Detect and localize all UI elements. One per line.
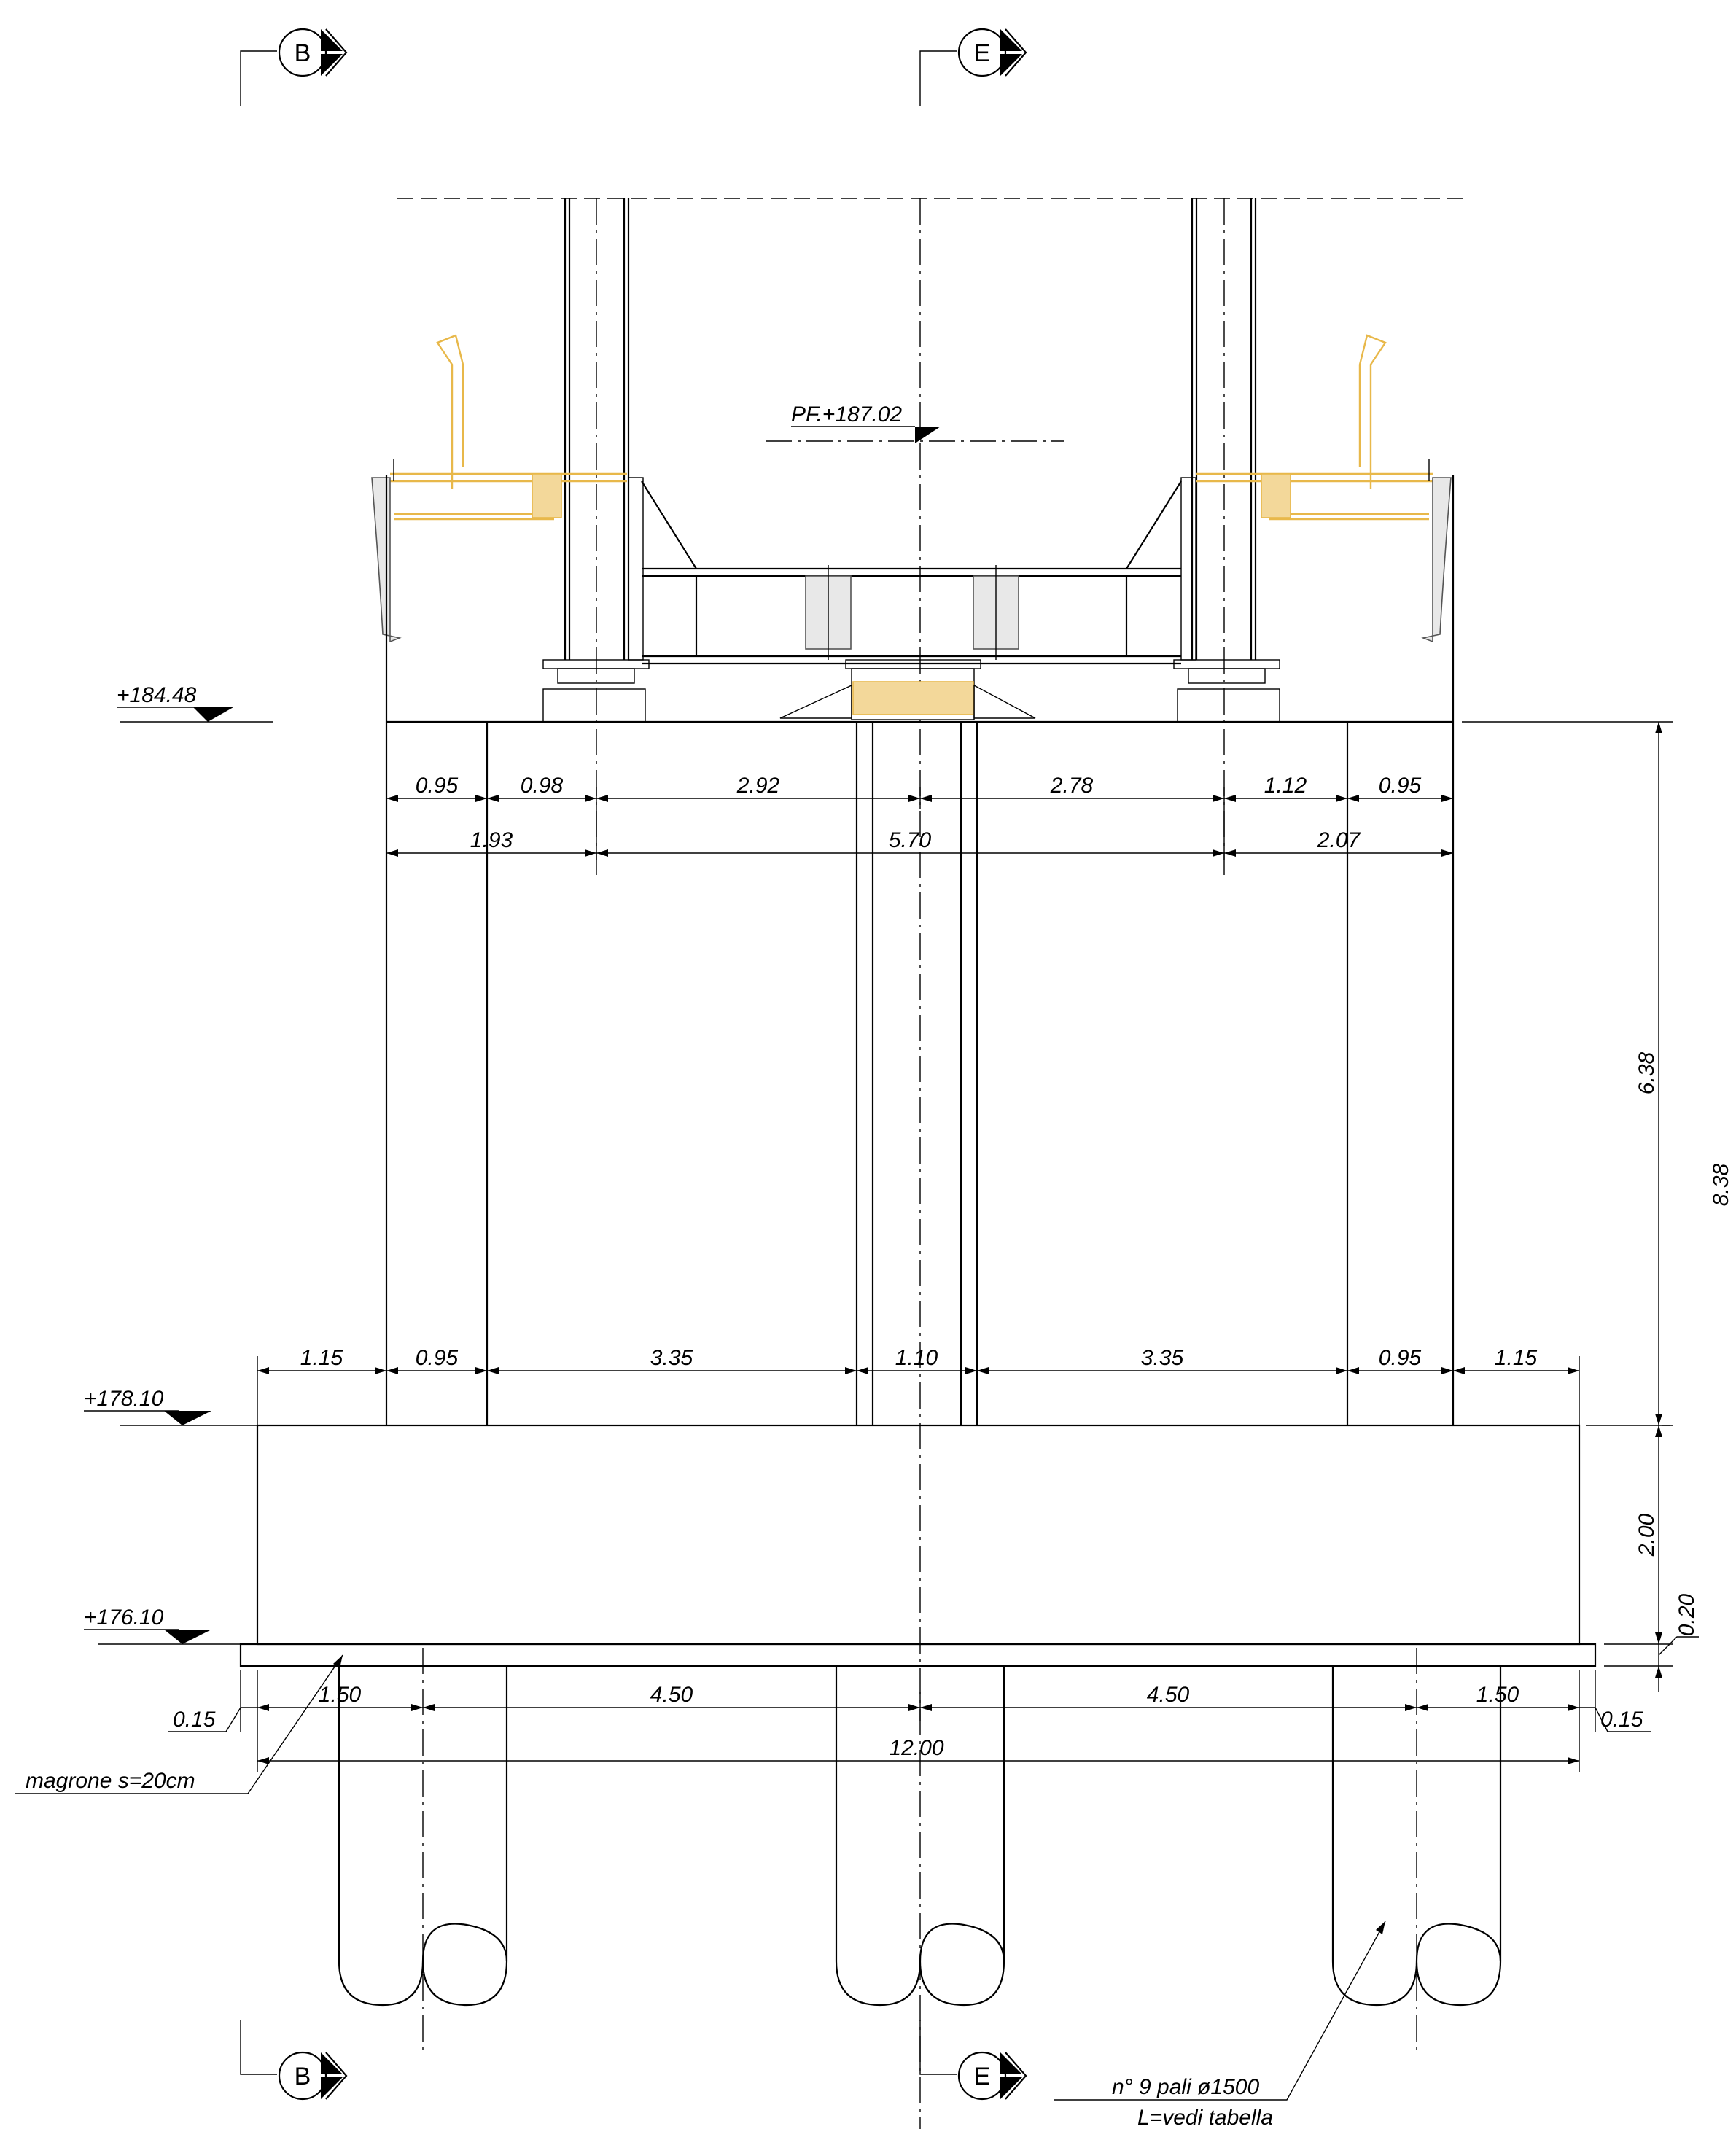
note-blinding: magrone s=20cm	[15, 1654, 343, 1794]
note-piles: n° 9 pali ø1500 L=vedi tabella	[1054, 1920, 1386, 2129]
dim-piles-segments: 1.50 4.50 4.50 1.50	[240, 1670, 1596, 1772]
dim-vertical-total-label: 8.38	[1709, 1163, 1733, 1206]
dim-vertical-blinding-label: 0.20	[1675, 1593, 1699, 1636]
dim-lower-5: 0.95	[1379, 1346, 1422, 1370]
dim-vertical-total: 8.38	[1662, 1163, 1733, 1426]
section-marker-top-left: B	[240, 28, 348, 106]
dim-upper-r1-0: 0.95	[416, 774, 459, 798]
note-blinding-label: magrone s=20cm	[26, 1769, 195, 1793]
dim-vertical-footing-label: 2.00	[1635, 1513, 1659, 1557]
footing	[256, 1424, 1581, 1646]
right-walkway	[1196, 334, 1433, 521]
dim-upper-r1-5: 0.95	[1379, 774, 1422, 798]
dim-lower-6: 1.15	[1495, 1346, 1538, 1370]
right-parapet	[1421, 477, 1452, 643]
pier-cap	[385, 475, 1455, 723]
dim-lower-3: 1.10	[895, 1346, 938, 1370]
dim-upper-row2: 1.93 5.70 2.07	[386, 828, 1454, 864]
dim-piles-offsets: 0.15 0.15	[168, 1707, 1651, 1732]
dim-lower-row: 1.15 0.95 3.35 1.10 3.35 0.95 1.15	[257, 1346, 1580, 1425]
dim-upper-r1-3: 2.78	[1050, 774, 1094, 798]
pier	[385, 722, 1455, 1425]
section-label-top-left: B	[295, 39, 311, 67]
pf-level-mark: PF.+187.02	[766, 402, 1064, 443]
left-walkway	[390, 334, 627, 521]
right-girder	[1191, 198, 1257, 875]
section-marker-bottom-left: B	[240, 2020, 348, 2101]
crossbeam	[628, 477, 1196, 665]
dim-pile-seg-1: 4.50	[650, 1683, 693, 1707]
dim-upper-r1-2: 2.92	[736, 774, 780, 798]
level-top-cap: +184.48	[117, 683, 273, 723]
section-marker-bottom-right: E	[919, 2020, 1027, 2101]
dim-upper-r2-1: 5.70	[889, 828, 932, 852]
section-label-top-right: E	[974, 39, 991, 67]
dim-vertical-pier-label: 6.38	[1635, 1051, 1659, 1094]
dim-upper-r2-0: 1.93	[470, 828, 513, 852]
dim-vertical-footing: 2.00 0.20	[1604, 1425, 1699, 1692]
note-piles-line1: n° 9 pali ø1500	[1112, 2075, 1259, 2099]
right-bearing	[1173, 659, 1280, 723]
center-support	[779, 659, 1036, 720]
dim-pile-seg-2: 4.50	[1147, 1683, 1190, 1707]
dim-upper-r2-2: 2.07	[1317, 828, 1361, 852]
level-top-footing: +178.10	[84, 1387, 257, 1426]
dim-upper-r1-1: 0.98	[521, 774, 564, 798]
dim-lower-1: 0.95	[416, 1346, 459, 1370]
section-marker-top-right: E	[919, 28, 1027, 106]
dim-pile-offset-right: 0.15	[1600, 1708, 1643, 1732]
dim-pile-offset-left: 0.15	[173, 1708, 216, 1732]
dim-pile-overall-label: 12.00	[889, 1736, 943, 1760]
section-label-bottom-right: E	[974, 2063, 991, 2090]
dim-pile-seg-3: 1.50	[1476, 1683, 1519, 1707]
dim-upper-r1-4: 1.12	[1264, 774, 1307, 798]
blinding-layer	[239, 1643, 1597, 1667]
left-girder	[564, 198, 630, 875]
level-label-bottom-footing: +176.10	[84, 1605, 164, 1630]
dim-upper-row1: 0.95 0.98 2.92 2.78 1.12 0.95	[386, 774, 1454, 860]
level-bottom-footing: +176.10	[84, 1605, 241, 1645]
dim-pile-seg-0: 1.50	[319, 1683, 362, 1707]
dim-lower-0: 1.15	[300, 1346, 343, 1370]
splice-plates	[805, 565, 1019, 660]
note-piles-line2: L=vedi tabella	[1137, 2106, 1273, 2129]
section-label-bottom-left: B	[295, 2063, 311, 2090]
dim-lower-4: 3.35	[1141, 1346, 1184, 1370]
dim-vertical-pier: 6.38	[1462, 721, 1673, 1426]
piles	[338, 1648, 1502, 2056]
dim-lower-2: 3.35	[650, 1346, 693, 1370]
dim-piles-overall: 12.00	[257, 1736, 1579, 1764]
pile-center	[835, 1666, 1005, 2007]
pile-right	[1331, 1648, 1502, 2056]
pf-level-label: PF.+187.02	[791, 402, 902, 427]
level-label-top-cap: +184.48	[117, 683, 197, 707]
pile-left	[338, 1648, 508, 2056]
level-label-top-footing: +178.10	[84, 1387, 164, 1411]
